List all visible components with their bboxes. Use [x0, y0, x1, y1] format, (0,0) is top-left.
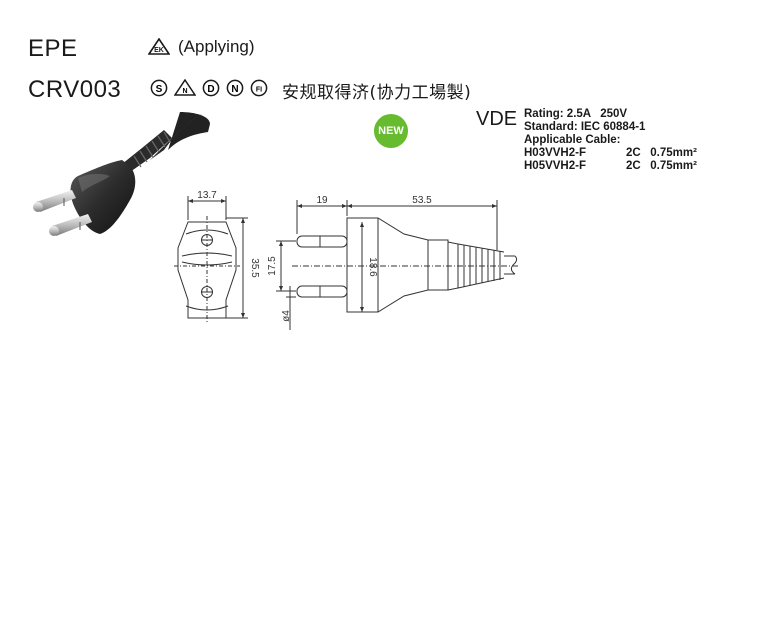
cert-mark-letter: S: [156, 84, 163, 95]
dim-body-height: 18.6: [367, 257, 378, 277]
circle-d-cert-icon: D: [202, 79, 220, 97]
cable-row: H03VVH2-F 2C 0.75mm²: [524, 147, 754, 160]
model-number: CRV003: [28, 76, 122, 103]
circle-s-cert-icon: S: [150, 79, 168, 97]
svg-text:EK: EK: [154, 47, 164, 54]
dim-pin-diameter: ø4: [281, 310, 292, 322]
cable-size: 2C 0.75mm²: [626, 147, 697, 159]
cable-row: H05VVH2-F 2C 0.75mm²: [524, 160, 754, 173]
dim-body-length: 53.5: [412, 195, 432, 206]
circle-n-cert-icon: N: [226, 79, 244, 97]
cable-heading: Applicable Cable:: [524, 134, 621, 146]
cert-mark-letter: N: [231, 84, 238, 95]
dim-front-width: 13.7: [197, 190, 217, 201]
rating-text: Rating: 2.5A 250V: [524, 108, 628, 120]
triangle-cert-icon: EK: [148, 38, 170, 56]
spec-block: Rating: 2.5A 250V Standard: IEC 60884-1 …: [524, 108, 754, 173]
circle-fi-cert-icon: FI: [250, 79, 268, 97]
approval-mark: VDE: [476, 108, 518, 130]
cable-type: H03VVH2-F: [524, 147, 586, 159]
cable-type: H05VVH2-F: [524, 160, 586, 172]
triangle-cert-icon: N: [174, 79, 196, 97]
certification-marks: S N D N FI: [150, 78, 280, 100]
standard-text: Standard: IEC 60884-1: [524, 121, 646, 133]
cert-mark-letter: D: [207, 84, 214, 95]
cable-size: 2C 0.75mm²: [626, 160, 697, 172]
dim-front-height: 35.5: [249, 258, 260, 278]
cert-mark-letter: FI: [256, 87, 262, 94]
certification-caption: 安规取得济(协力工場製): [282, 83, 472, 103]
cert-mark-letter: N: [182, 88, 187, 95]
plug-product-image: [30, 110, 210, 250]
dim-pin-spacing: 17.5: [267, 256, 278, 276]
new-badge: NEW: [374, 114, 408, 148]
dim-pin-length: 19: [316, 195, 328, 206]
status-text: (Applying): [178, 37, 255, 56]
series-label: EPE: [28, 35, 78, 62]
